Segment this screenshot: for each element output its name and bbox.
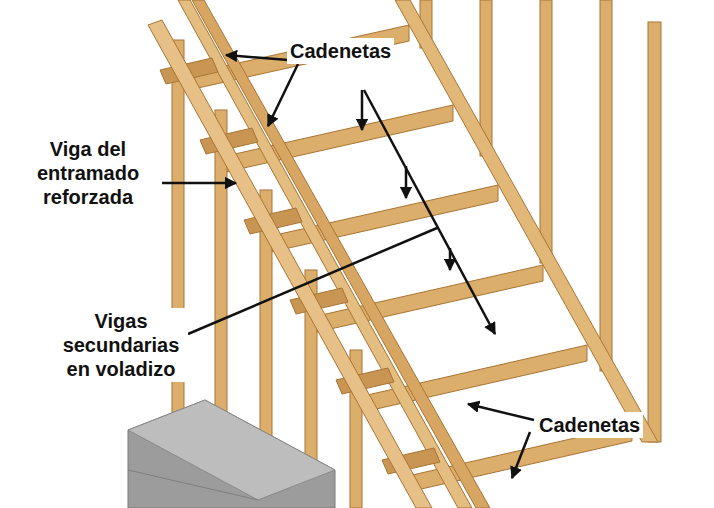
stud [648, 22, 661, 442]
part-label: Cadenetas [287, 38, 394, 64]
leader-arrow [449, 248, 452, 270]
leader-arrow [468, 404, 534, 420]
part-label: Cadenetas [536, 412, 643, 438]
leader-arrow [226, 55, 288, 60]
leader-lines [162, 55, 534, 478]
leader-arrow [512, 432, 530, 478]
leader-arrow [162, 182, 236, 185]
leader-arrow [405, 166, 408, 198]
part-label: Vigas secundarias en voladizo [54, 308, 188, 382]
part-label: Viga del entramado reforzada [16, 136, 160, 210]
leader-arrow [364, 90, 495, 334]
leader-arrow [361, 90, 364, 130]
stud [600, 0, 612, 371]
leader-line [188, 228, 437, 334]
stud [540, 0, 552, 263]
mortar-line [128, 470, 258, 500]
leader-arrow [268, 64, 298, 126]
foundation-block [128, 400, 335, 508]
